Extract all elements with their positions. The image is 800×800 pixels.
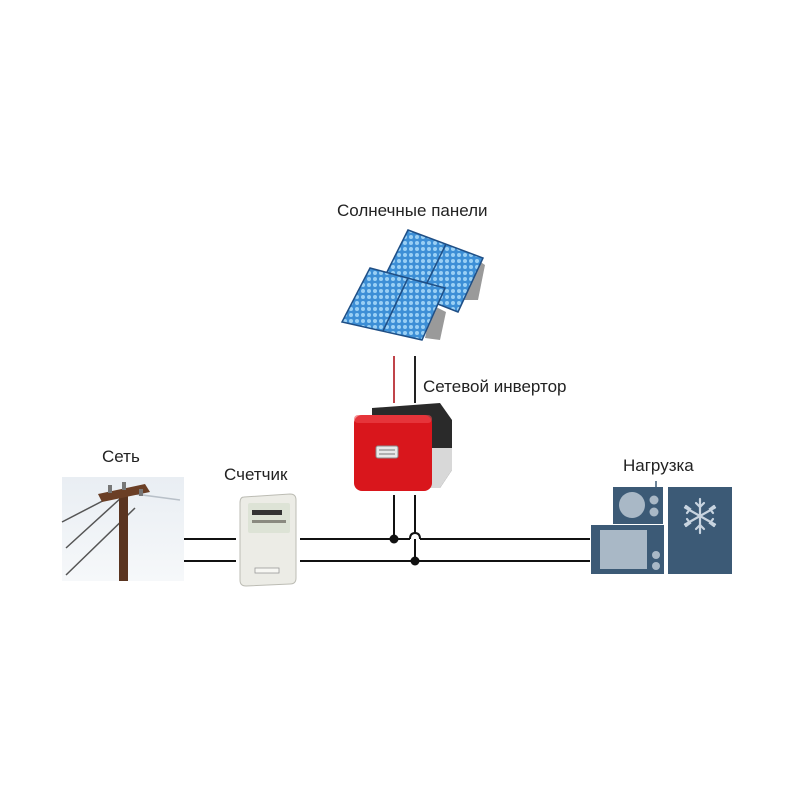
meter-label: Счетчик: [224, 465, 288, 484]
grid-label: Сеть: [102, 447, 140, 466]
junction-dot-1: [389, 534, 399, 544]
solar-panels-label: Солнечные панели: [337, 201, 488, 220]
wire-crossover: [409, 531, 421, 540]
snowflake-icon: [683, 497, 717, 535]
power-pole-icon: [61, 477, 184, 581]
junction-dot-2: [410, 556, 420, 566]
electricity-meter-icon: [239, 493, 297, 587]
load-appliances-icon: [591, 481, 732, 574]
load-label: Нагрузка: [623, 456, 694, 475]
inverter-label: Сетевой инвертор: [423, 377, 567, 396]
solar-panels-icon: [340, 229, 485, 341]
inverter-icon: [354, 403, 452, 491]
